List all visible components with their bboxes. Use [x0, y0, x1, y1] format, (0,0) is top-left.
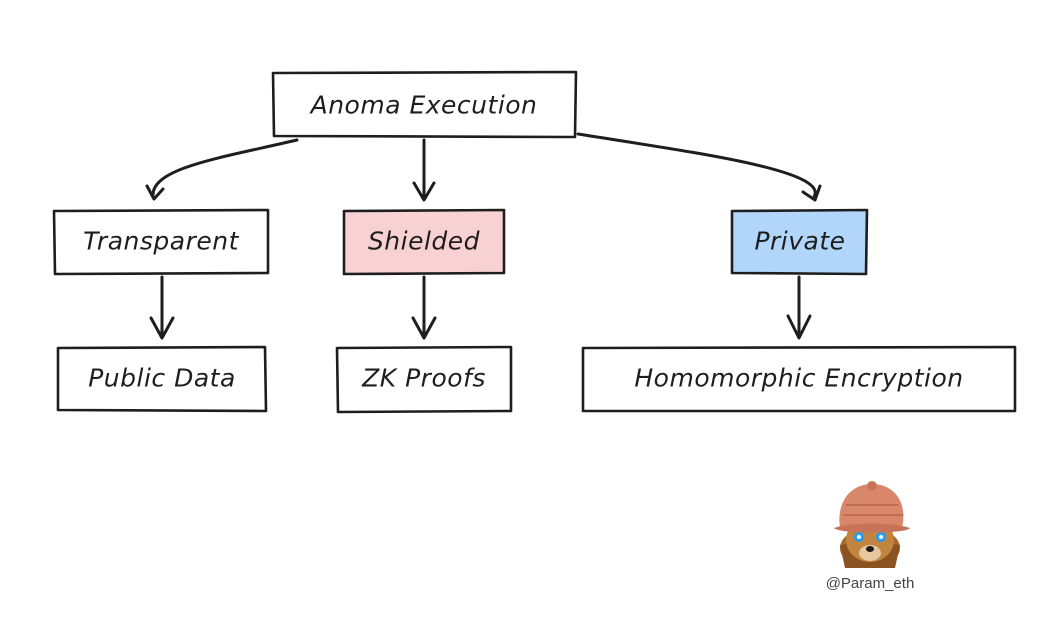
- edge-shielded-zk-proofs: [411, 275, 437, 340]
- edge-transparent-public-data: [149, 275, 175, 340]
- node-zk-proofs: ZK Proofs: [335, 345, 513, 414]
- edge-root-transparent: [145, 138, 299, 201]
- edge-private-homomorphic: [786, 275, 812, 340]
- node-shielded-label: Shielded: [368, 227, 480, 256]
- arrowhead: [149, 316, 175, 340]
- node-transparent: Transparent: [52, 208, 270, 276]
- dog-with-knit-hat-avatar: [834, 481, 910, 568]
- node-shielded-box: [342, 208, 506, 276]
- node-homomorphic-encryption-label: Homomorphic Encryption: [634, 364, 963, 393]
- node-public-data: Public Data: [56, 345, 268, 413]
- node-public-data-label: Public Data: [88, 364, 236, 393]
- edge-root-private: [576, 132, 822, 202]
- node-private-label: Private: [754, 227, 845, 256]
- node-private: Private: [730, 208, 869, 276]
- node-anoma-execution-label: Anoma Execution: [309, 91, 538, 120]
- node-homomorphic-encryption: Homomorphic Encryption: [581, 345, 1017, 413]
- node-private-box: [730, 208, 869, 276]
- arrowhead: [786, 314, 812, 340]
- node-zk-proofs-label: ZK Proofs: [361, 364, 486, 393]
- arrowhead: [412, 181, 436, 202]
- author-handle: @Param_eth: [825, 575, 915, 592]
- arrowhead: [411, 316, 437, 340]
- node-anoma-execution: Anoma Execution: [271, 70, 578, 139]
- arrowhead: [145, 184, 165, 201]
- node-shielded: Shielded: [342, 208, 506, 276]
- node-transparent-label: Transparent: [83, 227, 239, 256]
- edge-root-shielded: [412, 138, 436, 202]
- arrowhead: [801, 184, 822, 202]
